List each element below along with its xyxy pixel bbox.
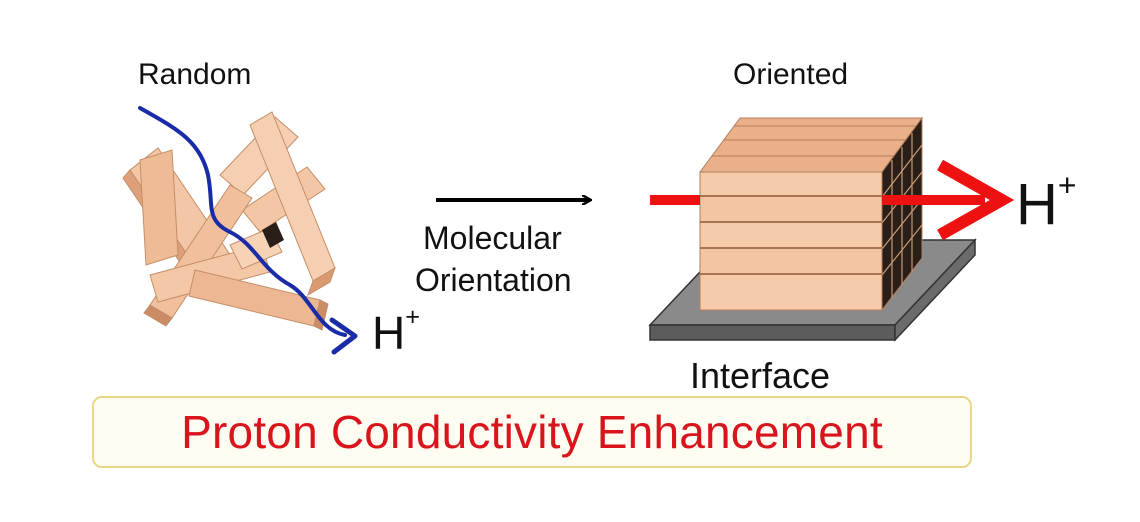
rod-side (307, 266, 336, 297)
molecular-orientation-label-line1: Molecular (423, 220, 562, 256)
conductivity-banner: Proton Conductivity Enhancement (92, 396, 972, 468)
stack-layer (699, 221, 883, 249)
proton-charge: + (1057, 166, 1077, 203)
oriented-proton-arrowhead (937, 159, 1015, 241)
proton-symbol: H (1016, 172, 1058, 237)
interface-label: Interface (690, 355, 831, 396)
random-proton-arrowhead (329, 317, 358, 355)
random-label: Random (138, 58, 252, 91)
proton-symbol: H (372, 307, 406, 359)
stack-layer (699, 195, 883, 223)
rod-end (262, 222, 284, 248)
stack-layer (699, 171, 883, 197)
rod-side (143, 304, 173, 327)
proton-charge: + (405, 302, 421, 331)
proton-label-right: H+ (1016, 169, 1077, 234)
rod-side (313, 299, 329, 331)
rod (188, 269, 321, 327)
oriented-label: Oriented (733, 58, 849, 91)
proton-label-left: H+ (372, 304, 420, 359)
random-rod-bundle (122, 111, 336, 331)
molecular-orientation-label-line2: Orientation (415, 262, 572, 298)
stack-layer (699, 247, 883, 275)
oriented-stack (699, 116, 923, 312)
stack-layer (699, 273, 883, 311)
rod (139, 149, 179, 266)
banner-text: Proton Conductivity Enhancement (181, 406, 883, 458)
random-proton-path (138, 106, 347, 337)
